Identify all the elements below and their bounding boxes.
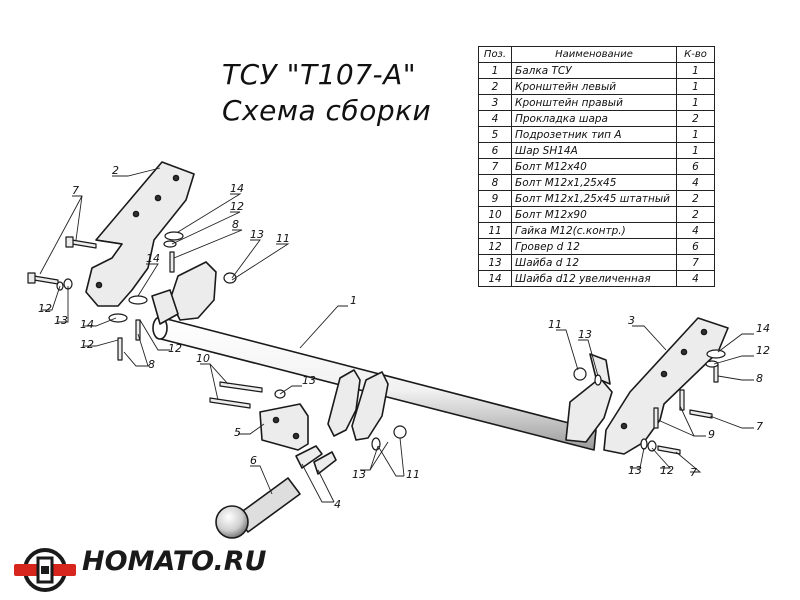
callout-label: 11 xyxy=(276,232,290,245)
row-name: Кронштейн правый xyxy=(511,94,677,111)
row-name: Болт М12х40 xyxy=(511,158,677,175)
ball-spacers xyxy=(295,445,337,475)
callout-label: 12 xyxy=(38,302,52,315)
callout-label: 14 xyxy=(230,182,244,195)
callout-label: 13 xyxy=(578,328,592,341)
right-bracket xyxy=(603,317,729,455)
callout-label: 11 xyxy=(406,468,420,481)
callout-label: 13 xyxy=(302,374,316,387)
callout-label: 7 xyxy=(72,184,79,197)
diagram-title: ТСУ "Т107-А" xyxy=(222,58,417,91)
callout-label: 5 xyxy=(234,426,241,439)
callout-label: 12 xyxy=(230,200,244,213)
row-name: Шайба d 12 xyxy=(511,254,677,271)
logo-emblem-icon xyxy=(14,548,76,592)
callout-label: 13 xyxy=(54,314,68,327)
parts-table-header: Поз. Наименование К-во xyxy=(478,46,715,63)
row-pos: 14 xyxy=(478,270,512,287)
callout-label: 8 xyxy=(756,372,763,385)
row-pos: 12 xyxy=(478,238,512,255)
callout-label: 12 xyxy=(80,338,94,351)
row-name: Гровер d 12 xyxy=(511,238,677,255)
callout-label: 11 xyxy=(548,318,562,331)
callout-label: 7 xyxy=(690,466,697,479)
beam-left-bracket xyxy=(151,261,217,325)
callout-label: 1 xyxy=(350,294,357,307)
callout-label: 13 xyxy=(628,464,642,477)
callout-label: 14 xyxy=(756,322,770,335)
row-qty: 6 xyxy=(676,238,715,255)
row-qty: 4 xyxy=(676,270,715,287)
callout-label: 10 xyxy=(196,352,210,365)
leader-lines xyxy=(39,167,754,503)
callout-label: 6 xyxy=(250,454,257,467)
callout-label: 8 xyxy=(232,218,239,231)
brand-logo: HOMATO.RU xyxy=(12,546,266,594)
diagram-subtitle: Схема сборки xyxy=(222,94,432,127)
callout-label: 13 xyxy=(352,468,366,481)
callout-label: 12 xyxy=(168,342,182,355)
callout-label: 8 xyxy=(148,358,155,371)
callout-label: 12 xyxy=(660,464,674,477)
callout-label: 14 xyxy=(80,318,94,331)
row-name: Шайба d12 увеличенная xyxy=(511,270,677,287)
logo-text: HOMATO.RU xyxy=(82,546,267,577)
tow-ball xyxy=(215,477,301,539)
left-bracket xyxy=(85,161,195,307)
ball-mount-plates xyxy=(327,369,389,441)
callout-label: 7 xyxy=(756,420,763,433)
callout-label: 14 xyxy=(146,252,160,265)
callout-label: 3 xyxy=(628,314,635,327)
callout-label: 9 xyxy=(708,428,715,441)
callout-label: 12 xyxy=(756,344,770,357)
callout-label: 4 xyxy=(334,498,341,511)
socket-plate xyxy=(259,403,309,451)
beam-right-bracket xyxy=(565,353,613,443)
callout-label: 2 xyxy=(112,164,119,177)
callout-label: 13 xyxy=(250,228,264,241)
row-name: Болт М12х1,25х45 xyxy=(511,174,677,191)
